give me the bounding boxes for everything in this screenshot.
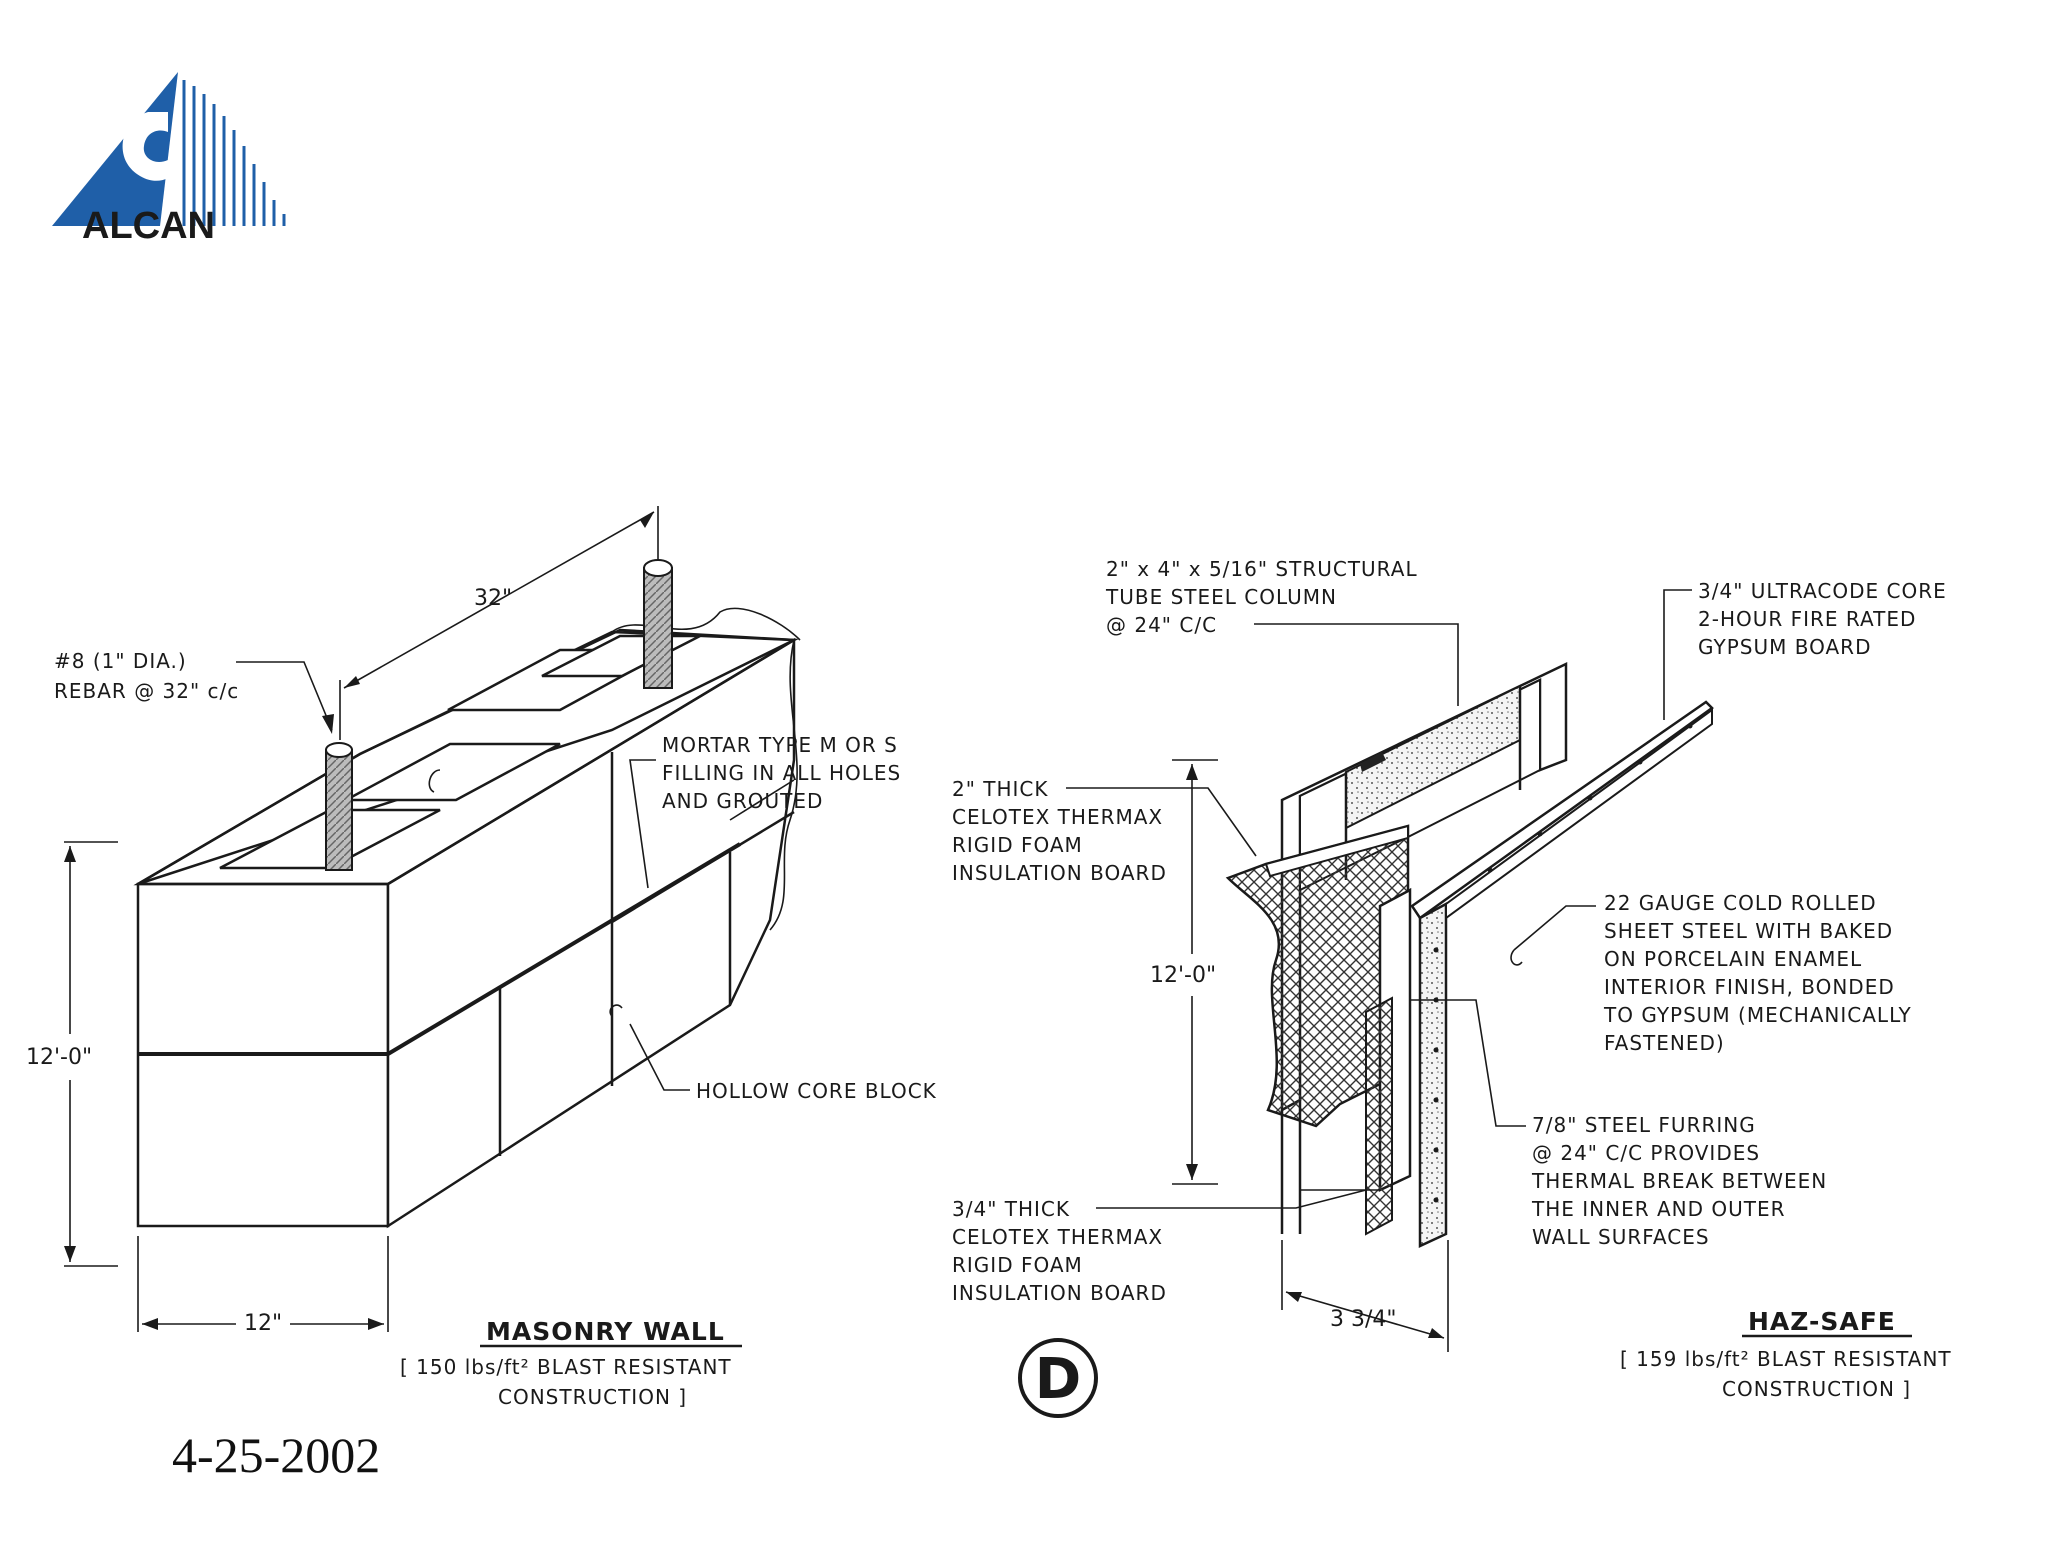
masonry-subtitle-1: [ 150 lbs/ft² BLAST RESISTANT [400, 1355, 732, 1379]
masonry-title: MASONRY WALL [486, 1317, 725, 1346]
hazsafe-title: HAZ-SAFE [1748, 1307, 1896, 1336]
rebar-2-shape [643, 567, 673, 689]
furring-label-1: 7/8" STEEL FURRING [1532, 1113, 1756, 1137]
dim-32-arrow-right [640, 512, 654, 528]
upper-course-line [611, 810, 795, 924]
mortar-label-1: MORTAR TYPE M OR S [662, 733, 898, 757]
column-weld-mark [1360, 752, 1386, 772]
hazsafe-drawing: 12'-0" 3 3/4" 2" x 4" x 5/16" STRUCTURAL… [952, 557, 1952, 1401]
insul2-leader [1066, 787, 1257, 857]
hz-depth-arrow-left [1286, 1292, 1302, 1302]
dim-height-arrow-bottom [64, 1246, 76, 1262]
rebar-1-shape [325, 749, 353, 871]
column-leader [1254, 623, 1459, 706]
masonry-dim-height-label: 12'-0" [26, 1045, 92, 1070]
detail-marker-circle [1018, 1338, 1098, 1418]
detail-marker-letter: D [1035, 1347, 1081, 1412]
mortar-label-2: FILLING IN ALL HOLES [662, 761, 901, 785]
mortar-hole-mark [428, 769, 441, 793]
date-stamp: 4-25-2002 [172, 1427, 380, 1483]
hz-dim-arrow-bottom [1186, 1164, 1198, 1180]
dim-width-arrow-right [368, 1318, 384, 1330]
gypsum-label-1: 3/4" ULTRACODE CORE [1698, 579, 1947, 603]
insul34-label-3: RIGID FOAM [952, 1253, 1083, 1277]
steel-label-6: FASTENED) [1604, 1031, 1725, 1055]
insul2-label-4: INSULATION BOARD [952, 861, 1167, 885]
column-label-3: @ 24" C/C [1106, 613, 1217, 637]
insulation-2in-top-edge [1264, 824, 1409, 878]
steel-label-3: ON PORCELAIN ENAMEL [1604, 947, 1862, 971]
gypsum-top-edge [1410, 700, 1714, 920]
gypsum-board-front [1418, 901, 1448, 1248]
logo-c-cutout-shape [122, 112, 168, 181]
gypsum-label-2: 2-HOUR FIRE RATED [1698, 607, 1916, 631]
gypsum-leader [1663, 589, 1692, 720]
masonry-dim-width-label: 12" [244, 1311, 282, 1336]
furring-label-5: WALL SURFACES [1532, 1225, 1710, 1249]
dim-width-arrow-left [142, 1318, 158, 1330]
column-label-1: 2" x 4" x 5/16" STRUCTURAL [1106, 557, 1418, 581]
insulation-2in-board [1225, 824, 1410, 1128]
insulation-34in-board [1365, 996, 1393, 1236]
steel-label-2: SHEET STEEL WITH BAKED [1604, 919, 1893, 943]
rebar-label-1: #8 (1" DIA.) [54, 649, 187, 673]
steel-leader [1513, 905, 1596, 951]
hollow-leader [629, 1023, 690, 1091]
furring-label-2: @ 24" C/C PROVIDES [1532, 1141, 1760, 1165]
insul2-label-1: 2" THICK [952, 777, 1049, 801]
insul2-label-3: RIGID FOAM [952, 833, 1083, 857]
dim-32-arrow-left [344, 676, 360, 688]
fastener-dots-shape [1433, 723, 1693, 1203]
insul34-leader [1096, 1189, 1367, 1209]
hz-depth-line [1285, 1291, 1445, 1339]
steel-label-4: INTERIOR FINISH, BONDED [1604, 975, 1895, 999]
furring-leader [1410, 999, 1526, 1127]
hollow-mark [609, 1004, 623, 1017]
masonry-break-line-top [611, 607, 801, 641]
core-hole-2 [345, 742, 561, 802]
gypsum-label-3: GYPSUM BOARD [1698, 635, 1871, 659]
rebar-leader-arrow [322, 714, 334, 734]
dim-32-label: 32" [474, 586, 512, 611]
rebar-leader [236, 661, 333, 731]
insul34-label-1: 3/4" THICK [952, 1197, 1070, 1221]
furring-label-4: THE INNER AND OUTER [1531, 1197, 1786, 1221]
furring-label-3: THERMAL BREAK BETWEEN [1531, 1169, 1827, 1193]
rebar-label-2: REBAR @ 32" c/c [54, 679, 239, 703]
hollow-core-label: HOLLOW CORE BLOCK [696, 1079, 937, 1103]
block-edge-line [729, 779, 795, 821]
column-label-2: TUBE STEEL COLUMN [1105, 585, 1337, 609]
logo-stripes-shape [182, 80, 286, 226]
rebar-2-top-shape [643, 559, 673, 577]
dim-height-arrow-top [64, 846, 76, 862]
masonry-wall-drawing: 32" 12'-0" 12" #8 (1" DIA.) REBAR @ 32" … [26, 506, 937, 1409]
alcan-logo: ALCAN [52, 72, 286, 247]
detail-marker: D [1018, 1338, 1098, 1418]
insul2-label-2: CELOTEX THERMAX [952, 805, 1163, 829]
mortar-label-3: AND GROUTED [662, 789, 823, 813]
masonry-break-line-side [769, 639, 798, 931]
masonry-subtitle-2: CONSTRUCTION ] [498, 1385, 687, 1409]
steel-label-1: 22 GAUGE COLD ROLLED [1604, 891, 1877, 915]
hazsafe-subtitle-2: CONSTRUCTION ] [1722, 1377, 1911, 1401]
logo-wordmark: ALCAN [82, 205, 215, 247]
steel-mark [1510, 949, 1523, 966]
rebar-1-top-shape [325, 742, 353, 758]
steel-label-5: TO GYPSUM (MECHANICALLY [1603, 1003, 1912, 1027]
dim-32-line [343, 511, 655, 689]
hazsafe-subtitle-1: [ 159 lbs/ft² BLAST RESISTANT [1620, 1347, 1952, 1371]
hazsafe-dim-height-label: 12'-0" [1150, 963, 1216, 988]
logo-triangle-shape [52, 72, 178, 226]
insul34-label-2: CELOTEX THERMAX [952, 1225, 1163, 1249]
hz-dim-arrow-top [1186, 764, 1198, 780]
masonry-top-outline [133, 630, 799, 886]
steel-sheet-top-edge [1445, 708, 1713, 920]
hz-depth-arrow-right [1428, 1328, 1444, 1338]
hazsafe-dim-depth-label: 3 3/4" [1330, 1307, 1397, 1332]
mortar-leader [629, 759, 656, 889]
insul34-label-4: INSULATION BOARD [952, 1281, 1167, 1305]
